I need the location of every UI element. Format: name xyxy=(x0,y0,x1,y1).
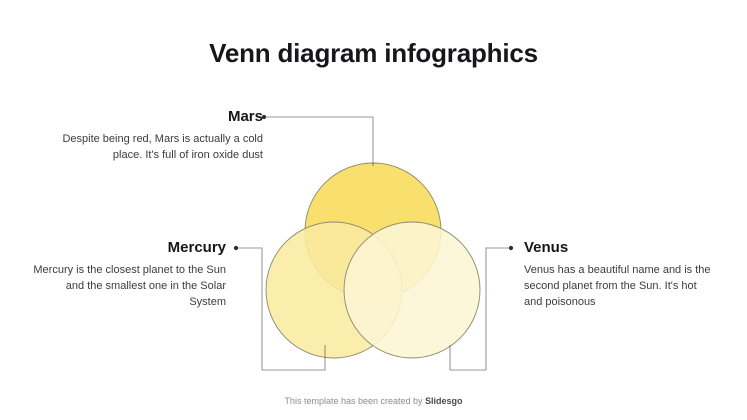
connector-venus xyxy=(449,247,509,371)
connector-dot-venus xyxy=(508,245,514,251)
section-heading-mercury: Mercury xyxy=(167,239,226,256)
section-heading-venus: Venus xyxy=(524,239,569,256)
section-mars: Mars Despite being red, Mars is actually… xyxy=(48,108,263,164)
section-body-mercury: Mercury is the closest planet to the Sun… xyxy=(33,264,226,309)
page-title: Venn diagram infographics xyxy=(209,38,538,68)
section-body-mars: Despite being red, Mars is actually a co… xyxy=(62,133,263,162)
section-heading-mars: Mars xyxy=(227,108,263,125)
venn-circle-venus xyxy=(343,221,481,359)
footer-text: This template has been created by xyxy=(284,396,426,406)
section-venus: Venus Venus has a beautiful name and is … xyxy=(524,239,714,311)
connector-dot-mercury xyxy=(233,245,239,251)
connector-mercury xyxy=(238,247,326,371)
section-mercury: Mercury Mercury is the closest planet to… xyxy=(28,239,226,311)
footer-brand: Slidesgo xyxy=(425,396,463,406)
footer-credit: This template has been created by Slides… xyxy=(0,396,747,406)
section-body-venus: Venus has a beautiful name and is the se… xyxy=(524,264,711,309)
connector-mars xyxy=(266,116,374,166)
connector-dot-mars xyxy=(261,114,267,120)
